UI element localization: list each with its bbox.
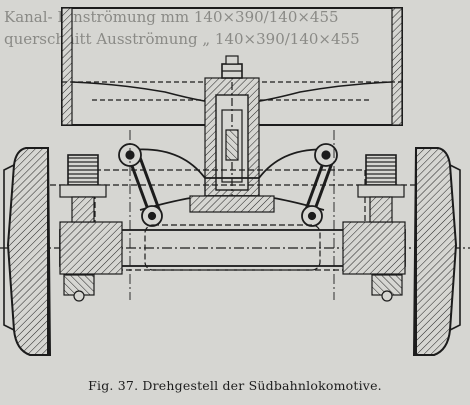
center-pivot <box>204 55 260 200</box>
right-spring <box>357 154 405 223</box>
axle <box>0 221 470 275</box>
bleed-through-line-2: querschnitt Ausströmung „ 140×390/140×45… <box>4 30 360 48</box>
bleed-through-text: Kanal- Einströmung mm 140×390/140×455 qu… <box>0 0 470 58</box>
bleed-through-line-1: Kanal- Einströmung mm 140×390/140×455 <box>4 8 339 26</box>
left-spring <box>59 154 107 223</box>
bolster-beam <box>129 148 335 213</box>
centerlines <box>129 130 335 300</box>
right-wheel <box>412 147 461 356</box>
left-wheel <box>3 147 52 356</box>
figure-caption: Fig. 37. Drehgestell der Südbahnlokomoti… <box>88 378 382 393</box>
axle-boxes <box>63 274 403 302</box>
